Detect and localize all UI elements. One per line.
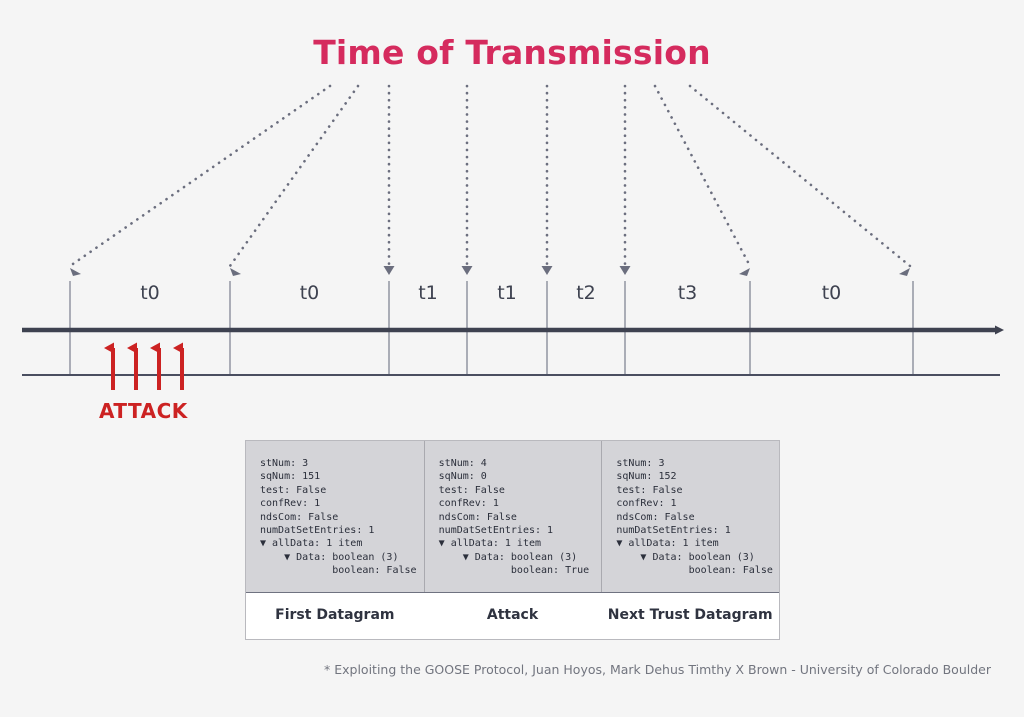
timeline-slot-4: t2 <box>576 282 596 304</box>
leader-arrowhead-5 <box>619 266 631 275</box>
timeline-slot-6: t0 <box>821 282 842 304</box>
footnote-citation: * Exploiting the GOOSE Protocol, Juan Ho… <box>324 662 991 677</box>
leader-arrowhead-0 <box>70 268 81 276</box>
leader-line-1 <box>228 84 360 268</box>
timeline-slot-5: t3 <box>677 282 698 304</box>
leader-arrowhead-7 <box>899 268 910 276</box>
packet-panel-2: stNum: 3 sqNum: 152 test: False confRev:… <box>601 441 779 592</box>
leader-line-6 <box>653 84 752 268</box>
packet-panels: stNum: 3 sqNum: 151 test: False confRev:… <box>245 440 780 640</box>
leader-arrowhead-2 <box>383 266 395 275</box>
packet-captions-row: First Datagram Attack Next Trust Datagram <box>246 591 779 639</box>
leader-arrowhead-4 <box>541 266 553 275</box>
leader-arrowhead-6 <box>739 268 750 276</box>
packet-fields-2: stNum: 3 sqNum: 152 test: False confRev:… <box>616 458 773 577</box>
leader-arrowhead-1 <box>230 268 241 276</box>
panel-caption-2: Next Trust Datagram <box>607 606 773 623</box>
timeline-slot-3: t1 <box>497 282 517 304</box>
packet-fields-0: stNum: 3 sqNum: 151 test: False confRev:… <box>260 458 417 577</box>
packet-panel-0: stNum: 3 sqNum: 151 test: False confRev:… <box>246 441 424 592</box>
packet-fields-1: stNum: 4 sqNum: 0 test: False confRev: 1… <box>438 458 590 577</box>
leader-arrowhead-3 <box>461 266 473 275</box>
timeline-slot-0: t0 <box>140 282 160 304</box>
timeline-slot-2: t1 <box>418 282 438 304</box>
panel-caption-1: Attack <box>486 606 539 623</box>
leader-line-0 <box>68 84 332 268</box>
page-title: Time of Transmission <box>313 33 711 72</box>
panel-caption-0: First Datagram <box>275 606 395 623</box>
attack-label: ATTACK <box>99 399 188 423</box>
packet-panel-1: stNum: 4 sqNum: 0 test: False confRev: 1… <box>423 441 602 592</box>
timeline-slot-1: t0 <box>299 282 320 304</box>
packet-fields-row: stNum: 3 sqNum: 151 test: False confRev:… <box>246 441 779 592</box>
leader-line-7 <box>688 84 912 268</box>
